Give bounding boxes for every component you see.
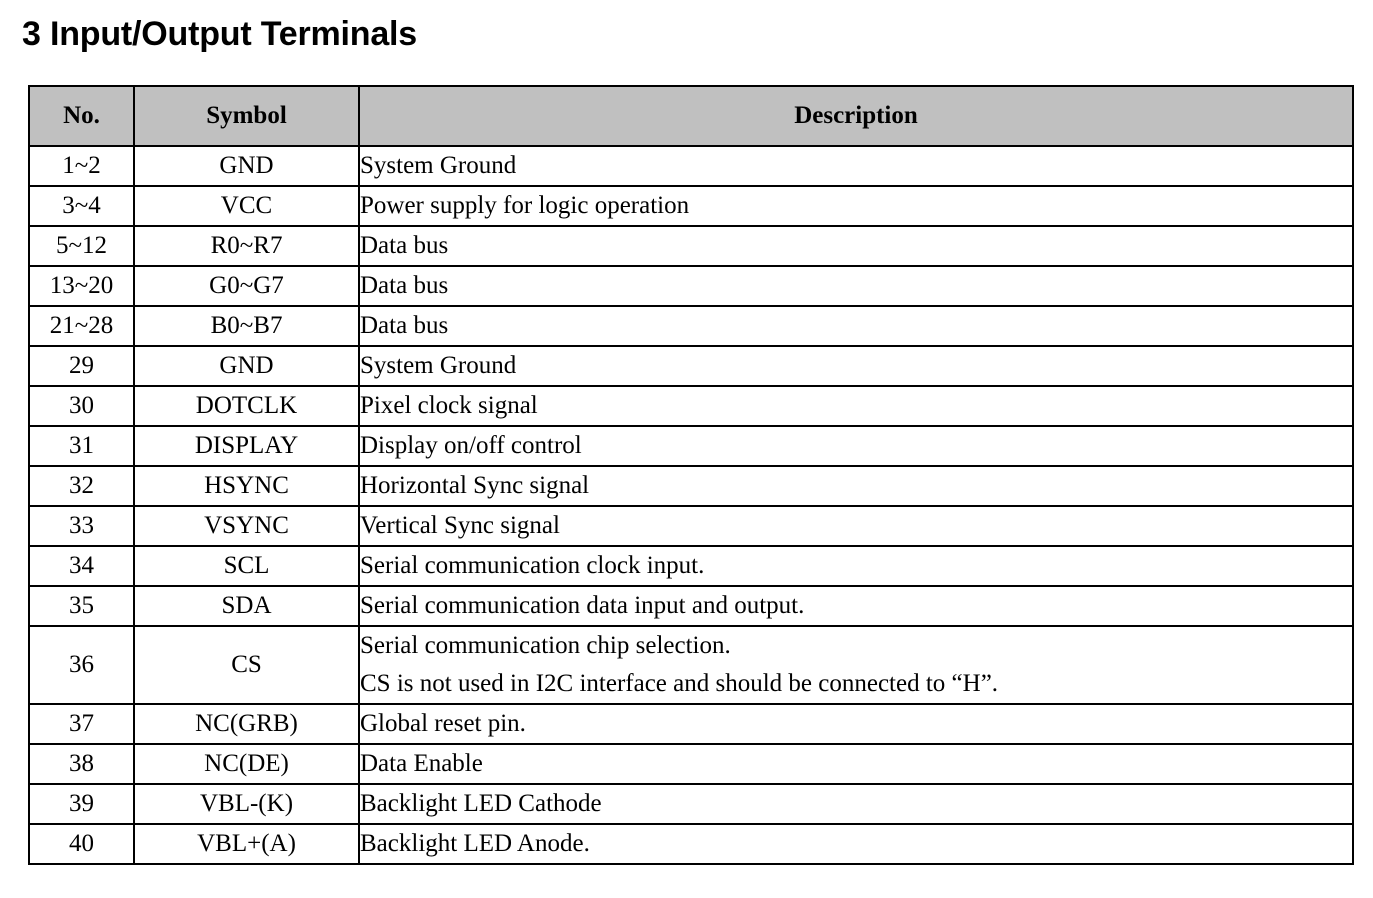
table-header: No. Symbol Description [28,85,1354,147]
description-line: Data bus [360,232,449,259]
cell-symbol: R0~R7 [133,225,360,267]
column-header-symbol: Symbol [133,85,360,147]
cell-symbol: NC(DE) [133,743,360,785]
cell-symbol: G0~G7 [133,265,360,307]
description-line: System Ground [360,352,517,379]
cell-pin-number: 31 [28,425,135,467]
description-line: Backlight LED Cathode [360,790,602,817]
cell-symbol: DOTCLK [133,385,360,427]
cell-pin-number: 36 [28,625,135,705]
cell-symbol: VSYNC [133,505,360,547]
description-line: Display on/off control [360,432,582,459]
cell-description: Backlight LED Anode. [358,823,1354,865]
cell-symbol: VCC [133,185,360,227]
cell-symbol: NC(GRB) [133,703,360,745]
page-title: 3 Input/Output Terminals [22,15,418,53]
description-line: Serial communication clock input. [360,552,705,579]
cell-description: System Ground [358,145,1354,187]
description-line: Vertical Sync signal [360,512,560,539]
cell-pin-number: 35 [28,585,135,627]
cell-pin-number: 40 [28,823,135,865]
cell-symbol: VBL+(A) [133,823,360,865]
cell-description: Vertical Sync signal [358,505,1354,547]
cell-pin-number: 39 [28,783,135,825]
cell-pin-number: 32 [28,465,135,507]
description-line: Data bus [360,272,449,299]
cell-description: Horizontal Sync signal [358,465,1354,507]
cell-symbol: DISPLAY [133,425,360,467]
cell-pin-number: 13~20 [28,265,135,307]
cell-description: Pixel clock signal [358,385,1354,427]
cell-description: Data bus [358,265,1354,307]
cell-pin-number: 5~12 [28,225,135,267]
cell-description: Power supply for logic operation [358,185,1354,227]
cell-description: Data bus [358,305,1354,347]
cell-pin-number: 37 [28,703,135,745]
cell-symbol: GND [133,145,360,187]
cell-symbol: SDA [133,585,360,627]
cell-pin-number: 30 [28,385,135,427]
cell-pin-number: 34 [28,545,135,587]
cell-symbol: CS [133,625,360,705]
cell-description: Display on/off control [358,425,1354,467]
cell-symbol: SCL [133,545,360,587]
cell-pin-number: 38 [28,743,135,785]
cell-symbol: GND [133,345,360,387]
cell-pin-number: 33 [28,505,135,547]
description-line: Pixel clock signal [360,392,538,419]
description-line: Data bus [360,312,449,339]
cell-description: System Ground [358,345,1354,387]
description-line: Data Enable [360,750,483,777]
cell-pin-number: 21~28 [28,305,135,347]
cell-description: Serial communication clock input. [358,545,1354,587]
column-header-no: No. [28,85,135,147]
cell-pin-number: 1~2 [28,145,135,187]
description-line: System Ground [360,152,517,179]
cell-pin-number: 29 [28,345,135,387]
cell-pin-number: 3~4 [28,185,135,227]
description-line: Serial communication chip selection. [360,632,731,659]
description-line: Backlight LED Anode. [360,830,590,857]
description-line: Horizontal Sync signal [360,472,590,499]
cell-description: Global reset pin. [358,703,1354,745]
cell-symbol: VBL-(K) [133,783,360,825]
description-line: Global reset pin. [360,710,526,737]
description-line: Power supply for logic operation [360,192,690,219]
column-header-description: Description [358,85,1354,147]
table-header-row: No. Symbol Description [28,85,1354,147]
cell-description: Backlight LED Cathode [358,783,1354,825]
cell-description: Data Enable [358,743,1354,785]
cell-description: Data bus [358,225,1354,267]
cell-symbol: HSYNC [133,465,360,507]
cell-symbol: B0~B7 [133,305,360,347]
description-line: CS is not used in I2C interface and shou… [360,670,999,697]
description-line: Serial communication data input and outp… [360,592,805,619]
cell-description: Serial communication data input and outp… [358,585,1354,627]
cell-description: Serial communication chip selection. CS i… [358,625,1354,705]
